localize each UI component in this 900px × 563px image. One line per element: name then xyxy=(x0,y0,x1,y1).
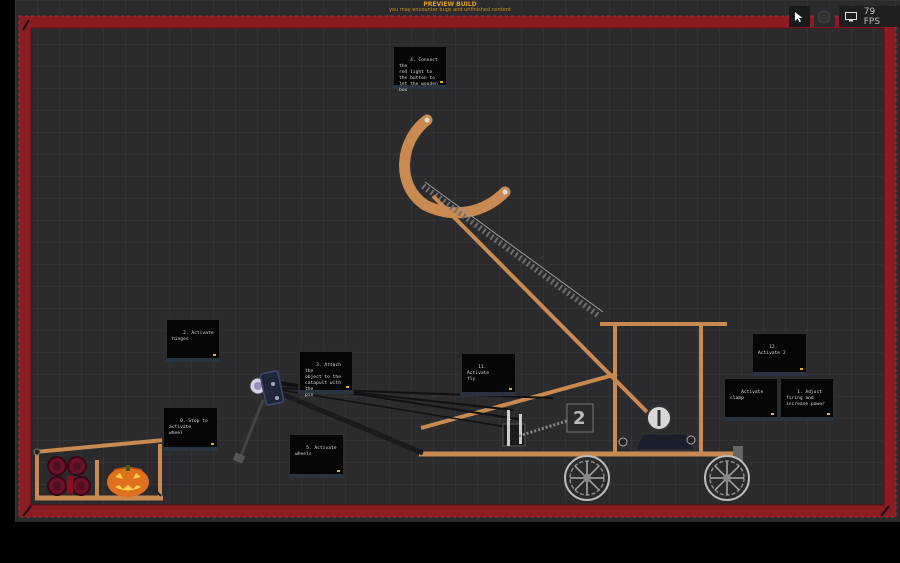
sign-instruction-3[interactable]: 3. Attach the object to the catapult wit… xyxy=(298,350,354,398)
banner-subtitle: you may encounter bugs and unfinished co… xyxy=(389,7,511,14)
sign-led-icon xyxy=(346,386,349,388)
sign-led-icon xyxy=(509,388,512,390)
sign-instruction-12[interactable]: 12. Activate 2 xyxy=(751,332,808,376)
sign-led-icon xyxy=(771,413,774,415)
wheel-rear[interactable] xyxy=(704,455,750,501)
svg-text:1: 1 xyxy=(507,414,511,422)
curved-ramp[interactable] xyxy=(399,114,511,219)
sign-led-icon xyxy=(211,443,214,445)
sign-text: 5. Activate wheels xyxy=(295,446,337,457)
svg-text:2: 2 xyxy=(573,408,586,429)
jack-o-lantern[interactable] xyxy=(107,465,149,497)
sign-text: 0. Stop to activate wheel xyxy=(169,419,208,436)
sandbox-scene[interactable]: 1 2 xyxy=(15,0,900,522)
sign-led-icon xyxy=(213,354,216,356)
sign-instruction-1[interactable]: 1. Adjust firing and increase power xyxy=(779,377,835,421)
sign-text: Activate clamp xyxy=(730,390,764,401)
wheel-front[interactable] xyxy=(564,455,610,501)
monitor-icon xyxy=(844,11,857,21)
sign-led-icon xyxy=(440,81,443,83)
sign-text: 1. Adjust firing and increase power xyxy=(786,390,825,407)
sign-text: 3. Attach the object to the catapult wit… xyxy=(305,363,341,398)
motor-assembly[interactable] xyxy=(618,405,743,462)
game-viewport[interactable]: 1 2 xyxy=(15,0,900,522)
fps-counter: 79 FPS xyxy=(863,6,881,27)
sign-led-icon xyxy=(827,413,830,415)
sign-text: 4. Connect the red light to the button t… xyxy=(399,58,438,93)
barrels-stack[interactable] xyxy=(47,456,91,496)
sign-instruction-5[interactable]: 5. Activate wheels xyxy=(288,433,345,478)
sign-instruction-11[interactable]: 11. Activate fly xyxy=(460,352,517,396)
map-boundary xyxy=(18,15,897,518)
sign-instruction-2[interactable]: 2. Activate hinges xyxy=(165,318,221,362)
preview-build-banner: PREVIEW BUILD you may encounter bugs and… xyxy=(350,1,550,14)
catapult-head[interactable] xyxy=(249,370,285,406)
pointer-tool-button[interactable] xyxy=(789,6,810,27)
boundary-corner-pins xyxy=(22,19,890,517)
catapult-handle[interactable] xyxy=(238,399,265,459)
top-right-toolbar: 79 FPS xyxy=(789,6,900,27)
sign-instruction-0[interactable]: 0. Stop to activate wheel xyxy=(162,406,219,451)
fps-display: 79 FPS xyxy=(838,6,900,27)
circle-dark-icon xyxy=(817,10,831,23)
sign-instruction-activate-clamp[interactable]: Activate clamp xyxy=(723,377,779,421)
sign-text: 11. Activate fly xyxy=(467,365,490,382)
mechanism-block-right[interactable]: 2 xyxy=(566,403,594,433)
wooden-crate[interactable] xyxy=(34,438,166,501)
sign-led-icon xyxy=(337,470,340,472)
sign-instruction-4[interactable]: 4. Connect the red light to the button t… xyxy=(392,45,448,93)
banner-title: PREVIEW BUILD xyxy=(423,1,477,8)
mechanism-block-left[interactable]: 1 xyxy=(502,410,526,447)
sign-text: 12. Activate 2 xyxy=(758,345,786,356)
sign-led-icon xyxy=(800,368,803,370)
catapult-arm[interactable] xyxy=(276,389,424,456)
sign-text: 2. Activate hinges xyxy=(172,331,214,342)
chain-track xyxy=(421,181,604,319)
cursor-arrow-icon xyxy=(795,11,803,22)
context-tool-button[interactable] xyxy=(813,6,835,27)
